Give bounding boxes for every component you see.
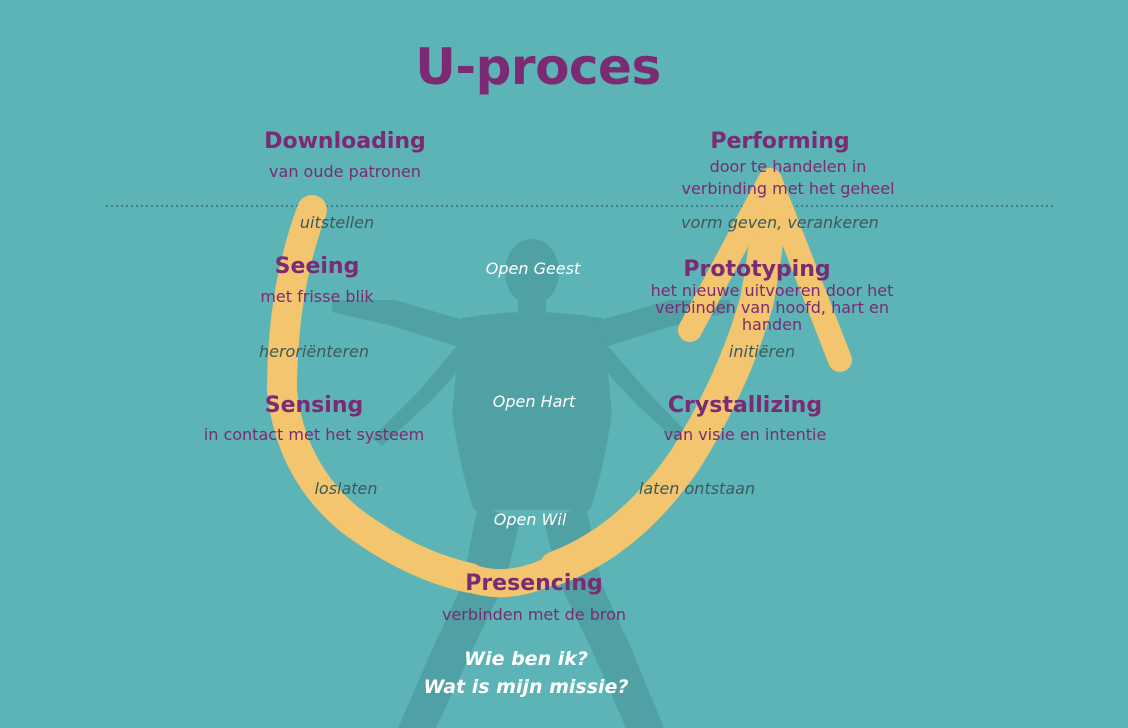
stage-seeing-desc: met frisse blik [260,287,374,306]
stage-prototyping-desc-line-1: het nieuwe uitvoeren door het [650,281,894,300]
stage-performing-title: Performing [710,129,850,154]
stage-crystallizing-title: Crystallizing [667,393,823,418]
stage-performing-desc-line-2: verbinding met het geheel [681,179,895,198]
stage-prototyping-desc-line-2: verbinden van hoofd, hart en [655,298,889,317]
u-arrow-right-band [539,183,787,585]
open-wil-label: Open Wil [493,510,567,529]
page-title: U-proces [415,38,661,96]
open-hart-label: Open Hart [492,392,576,411]
stage-crystallizing-desc: van visie en intentie [663,425,827,444]
transition-loslaten: loslaten [314,479,378,498]
stage-presencing-desc: verbinden met de bron [441,605,627,624]
stage-seeing-title: Seeing [274,254,360,279]
transition-laten-ontstaan: laten ontstaan [638,479,756,498]
u-arrow-head [678,168,852,372]
stage-prototyping-desc-line-3: handen [741,315,803,334]
stage-performing-desc-line-1: door te handelen in [709,157,867,176]
u-arrow [267,168,852,598]
stage-downloading-title: Downloading [264,129,426,154]
stage-downloading-desc: van oude patronen [269,162,421,181]
question-mission: Wat is mijn missie? [423,676,629,698]
transition-heroriententeren: heroriënteren [258,342,370,361]
transition-uitstellen: uitstellen [299,213,375,232]
stage-presencing-title: Presencing [465,571,603,596]
transition-vorm-geven: vorm geven, verankeren [681,213,879,232]
stage-prototyping-title: Prototyping [683,257,831,282]
transition-initieren: initiëren [728,342,796,361]
u-arrow-left-band [267,195,485,593]
stage-sensing-desc: in contact met het systeem [203,425,425,444]
question-who-am-i: Wie ben ik? [464,648,588,670]
stage-sensing-title: Sensing [264,393,364,418]
open-geest-label: Open Geest [485,259,581,278]
